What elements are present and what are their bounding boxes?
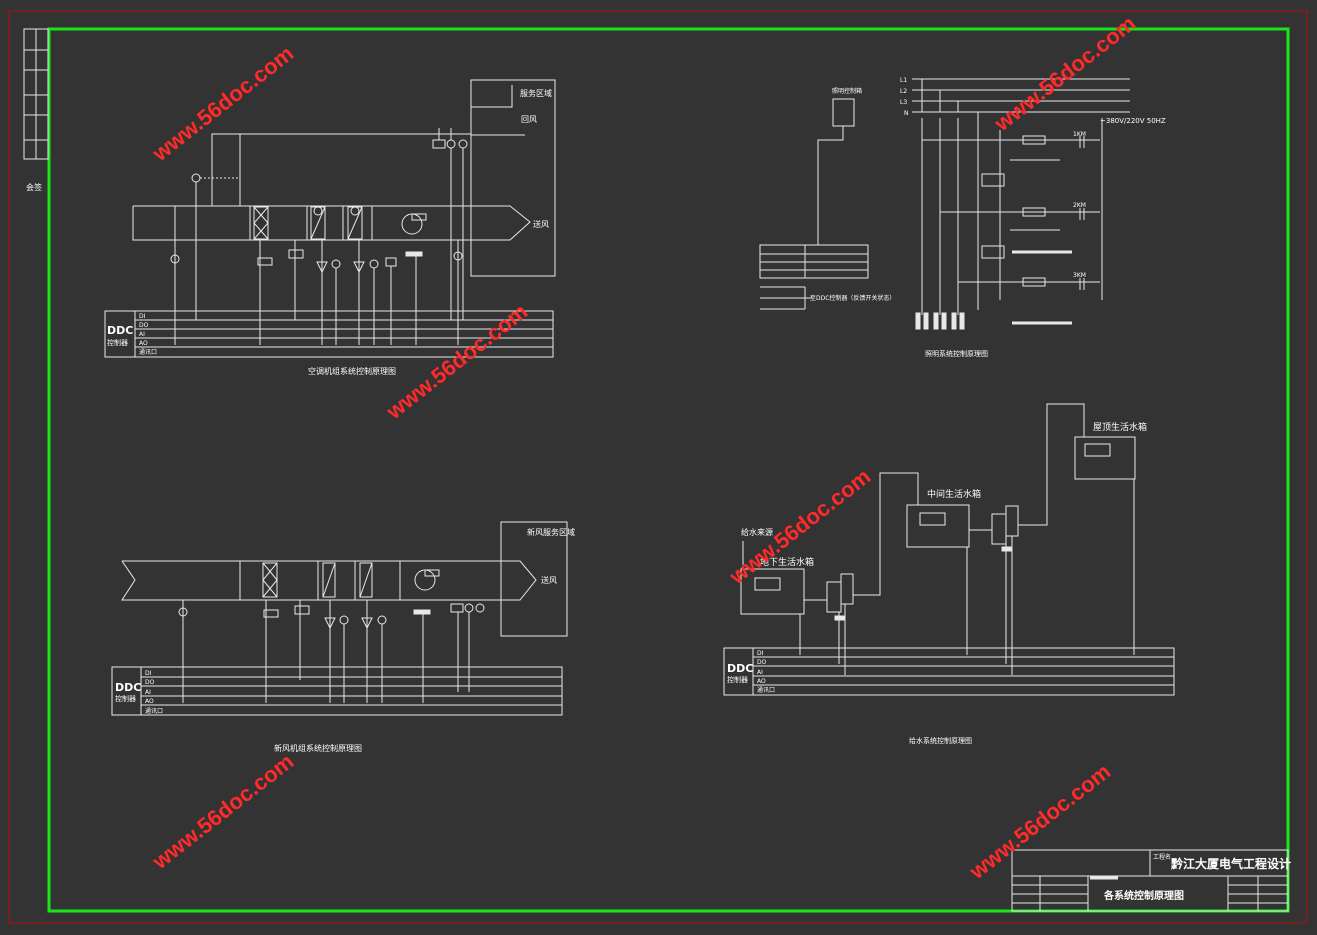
drawing-title: 各系统控制原理图	[1103, 889, 1184, 902]
lighting-caption: 照明系统控制原理图	[925, 349, 988, 358]
water-ddc-row-ao: AO	[757, 678, 766, 685]
water-ddc-brand: DDC	[727, 662, 753, 675]
fresh-ddc-row-ai: AI	[145, 689, 151, 696]
ahu-caption: 空调机组系统控制原理图	[308, 366, 396, 376]
project-label: 工程名	[1153, 853, 1171, 861]
tank-basement	[740, 568, 805, 615]
fresh-ddc-row-do: DO	[145, 679, 155, 686]
ahu-zone-box	[470, 79, 556, 277]
phase-n: N	[904, 110, 909, 117]
ahu-ddc-brand: DDC	[107, 324, 133, 337]
damper-motor-icon	[191, 173, 201, 183]
phase-l3: L3	[900, 99, 907, 106]
lighting-note: 至DDC控制器（反馈开关状态）	[810, 294, 895, 302]
watermark-5: www.56doc.com	[147, 749, 298, 875]
water-ddc-row-comm: 通讯口	[757, 686, 775, 694]
lighting-controller-label: 照明控制箱	[832, 87, 862, 95]
ahu-ddc-row-di: DI	[139, 313, 146, 320]
relay-2km: 2KM	[1073, 202, 1086, 209]
fresh-duct	[121, 560, 537, 601]
ahu-ddc-controller: 控制器	[107, 338, 128, 347]
watermark-6: www.56doc.com	[964, 759, 1115, 885]
water-source-label: 给水来源	[741, 527, 773, 537]
fresh-ddc-row-di: DI	[145, 670, 152, 677]
water-diagram	[740, 403, 1136, 675]
ddc-table-fresh	[111, 666, 563, 716]
lighting-control-box	[832, 98, 855, 127]
voltage-label: ~380V/220V 50HZ	[1100, 117, 1166, 125]
water-ddc-controller: 控制器	[727, 675, 748, 684]
ahu-ddc-row-do: DO	[139, 322, 149, 329]
ahu-ddc-row-comm: 通讯口	[139, 348, 157, 356]
tank-basement-label: 地下生活水箱	[760, 556, 814, 568]
ahu-ddc-row-ao: AO	[139, 340, 148, 347]
relay-3km: 3KM	[1073, 272, 1086, 279]
ahu-duct	[132, 205, 531, 241]
ahu-diagram	[132, 79, 556, 345]
fresh-zone-label: 新风服务区域	[527, 527, 575, 537]
water-caption: 给水系统控制原理图	[909, 736, 972, 745]
project-title: 黔江大厦电气工程设计	[1171, 856, 1291, 871]
lighting-diagram	[759, 78, 1130, 330]
tank-mid	[906, 504, 970, 548]
phase-l1: L1	[900, 77, 907, 84]
ahu-return-air-label: 回风	[521, 115, 537, 124]
watermark-2: www.56doc.com	[381, 299, 532, 425]
ahu-supply-air-label: 送风	[533, 219, 549, 229]
ahu-zone-label: 服务区域	[520, 88, 552, 98]
phase-l2: L2	[900, 88, 907, 95]
fresh-caption: 新风机组系统控制原理图	[274, 743, 362, 753]
side-strip	[23, 28, 49, 160]
watermark-4: www.56doc.com	[724, 464, 875, 590]
side-strip-label: 会签	[26, 182, 42, 192]
tank-mid-label: 中间生活水箱	[927, 488, 981, 500]
fresh-ddc-row-ao: AO	[145, 698, 154, 705]
tank-roof-label: 屋顶生活水箱	[1093, 421, 1147, 433]
fresh-ddc-brand: DDC	[115, 681, 141, 694]
tank-roof	[1074, 436, 1136, 480]
title-block	[1011, 849, 1289, 912]
water-ddc-row-di: DI	[757, 650, 764, 657]
fresh-ddc-row-comm: 通讯口	[145, 707, 163, 715]
watermark-1: www.56doc.com	[147, 41, 298, 167]
water-ddc-row-ai: AI	[757, 669, 763, 676]
ddc-table-ahu	[104, 310, 554, 358]
outer-border	[8, 10, 1308, 924]
fresh-zone-box	[500, 521, 568, 637]
fresh-supply-air-label: 送风	[541, 575, 557, 585]
water-ddc-row-do: DO	[757, 659, 767, 666]
fresh-air-diagram	[121, 521, 568, 703]
relay-1km: 1KM	[1073, 131, 1086, 138]
ddc-table-water	[723, 647, 1175, 696]
ahu-ddc-row-ai: AI	[139, 331, 145, 338]
fresh-ddc-controller: 控制器	[115, 694, 136, 703]
inner-border	[47, 27, 1290, 913]
